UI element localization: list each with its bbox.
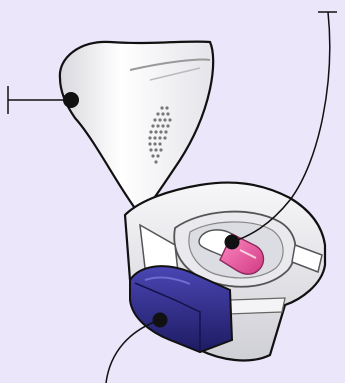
callout-dot-mouthpiece	[63, 92, 79, 108]
callout-dot-capsule	[225, 235, 240, 250]
callout-button	[106, 313, 168, 383]
